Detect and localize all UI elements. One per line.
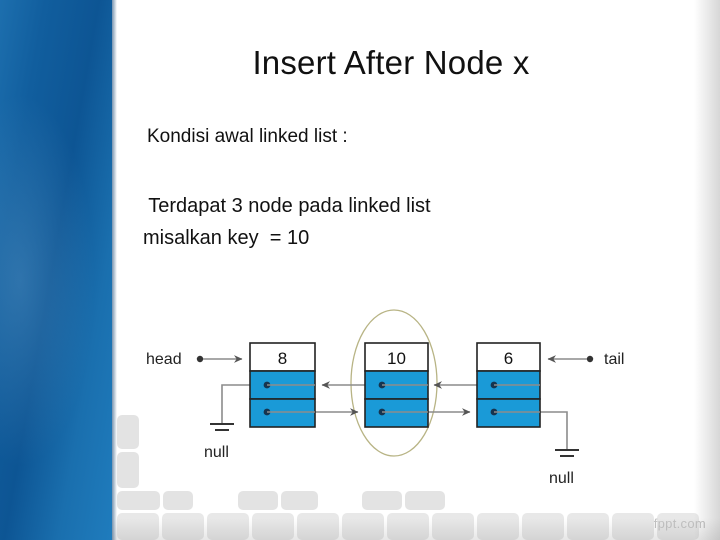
null-right-ground — [540, 411, 579, 457]
null-label-left: null — [204, 444, 229, 461]
head-pointer — [196, 355, 243, 363]
decor-key — [612, 513, 654, 540]
decor-key — [432, 513, 474, 540]
node-value: 8 — [278, 349, 287, 368]
sidebar-edge-shadow — [112, 0, 117, 540]
tail-pointer — [547, 355, 594, 363]
watermark-fppt: fppt.com — [654, 516, 706, 531]
subtitle-text: Kondisi awal linked list : — [147, 126, 348, 147]
tail-label: tail — [604, 351, 624, 368]
decor-key — [387, 513, 429, 540]
body-text-line-1: Terdapat 3 node pada linked list — [143, 195, 431, 217]
decor-key — [117, 491, 160, 510]
decor-key — [362, 491, 402, 510]
decor-key — [238, 491, 278, 510]
list-node: 8 — [249, 342, 316, 428]
decor-key — [162, 513, 204, 540]
node-value: 10 — [387, 349, 406, 368]
null-label-right: null — [549, 470, 574, 487]
decor-key — [117, 452, 139, 488]
decor-key — [281, 491, 318, 510]
bottom-edge-shadow — [112, 518, 720, 540]
list-node: 6 — [476, 342, 541, 428]
decor-key — [163, 491, 193, 510]
node-value: 6 — [504, 349, 513, 368]
decor-key — [252, 513, 294, 540]
decor-key — [342, 513, 384, 540]
decor-key — [117, 415, 139, 449]
body-text-line-2: misalkan key = 10 — [143, 227, 310, 249]
page-title: Insert After Node x — [252, 44, 530, 81]
decor-key — [405, 491, 445, 510]
head-label: head — [146, 351, 182, 368]
decor-key — [297, 513, 339, 540]
decor-key — [117, 513, 159, 540]
list-node: 10 — [364, 342, 429, 428]
decor-key — [477, 513, 519, 540]
null-left-ground — [210, 384, 250, 431]
sidebar-blue-band — [0, 0, 112, 540]
decor-key — [207, 513, 249, 540]
right-edge-shadow — [694, 0, 720, 540]
decor-key — [657, 513, 699, 540]
decor-key — [567, 513, 609, 540]
decor-key — [522, 513, 564, 540]
